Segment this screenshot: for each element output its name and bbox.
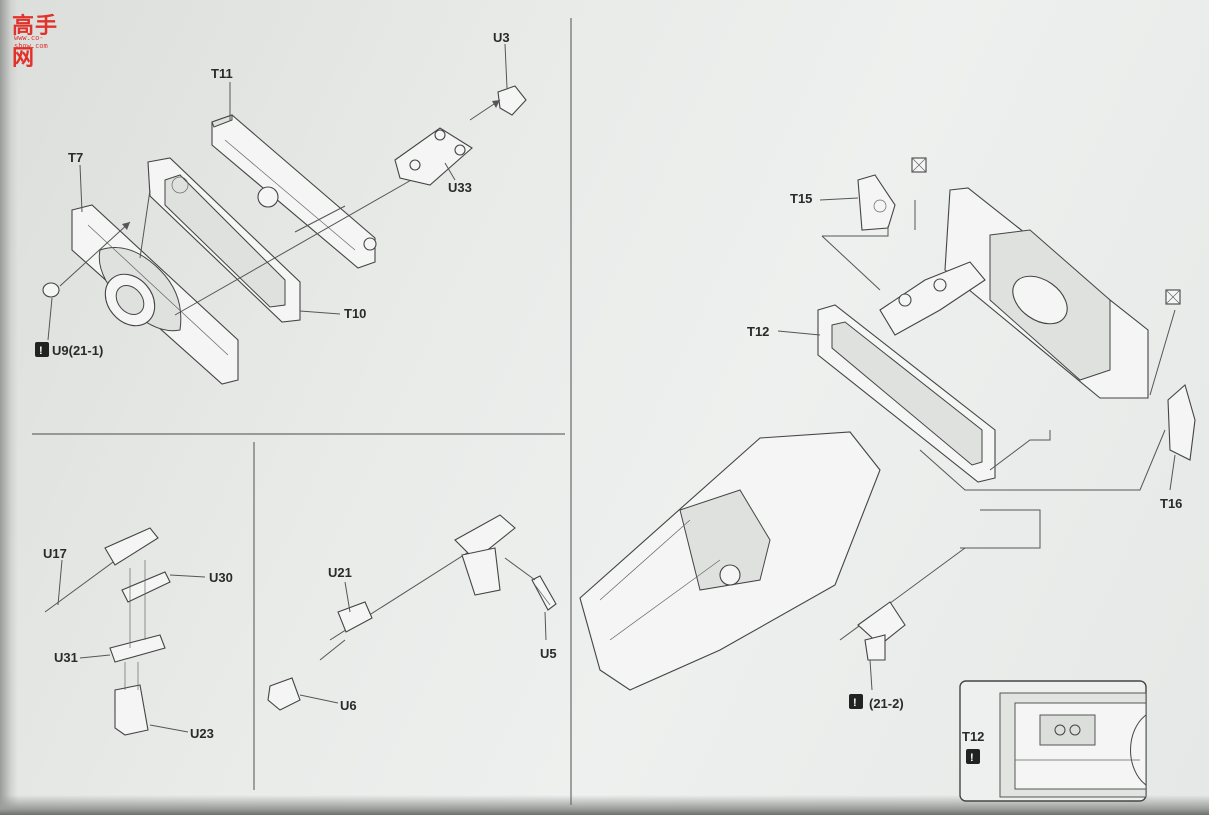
label-u31: U31 <box>54 650 78 665</box>
watermark-logo: 高手网 www.co-show.com <box>12 6 76 71</box>
machine-gun-assembly <box>44 527 206 736</box>
label-step-ref: (21-2) <box>869 696 904 711</box>
label-u30: U30 <box>209 570 233 585</box>
watermark-brand: 高手网 <box>12 14 59 71</box>
panel-dividers <box>32 18 572 805</box>
svg-text:!: ! <box>853 697 857 709</box>
detail-inset <box>959 680 1147 802</box>
label-u3: U3 <box>493 30 510 45</box>
label-u23: U23 <box>190 726 214 741</box>
label-t15: T15 <box>790 191 812 206</box>
label-t12: T12 <box>747 324 769 339</box>
label-t7: T7 <box>68 150 83 165</box>
page-edge-shadow <box>0 0 18 815</box>
svg-text:!: ! <box>39 345 43 357</box>
label-inset-t12: T12 <box>962 729 984 744</box>
label-u33: U33 <box>448 180 472 195</box>
svg-text:!: ! <box>970 752 974 764</box>
mantlet-assembly <box>42 43 527 385</box>
label-u17: U17 <box>43 546 67 561</box>
label-u21: U21 <box>328 565 352 580</box>
caution-badge-inset: ! <box>966 749 980 764</box>
label-u6: U6 <box>340 698 357 713</box>
page-bottom-shadow <box>0 795 1209 815</box>
coax-gun-assembly <box>267 514 557 711</box>
label-u5: U5 <box>540 646 557 661</box>
label-u9: U9(21-1) <box>52 343 103 358</box>
turret-assembly <box>579 157 1196 691</box>
label-t11: T11 <box>211 66 233 81</box>
label-t10: T10 <box>344 306 366 321</box>
watermark-url: www.co-show.com <box>14 34 48 50</box>
caution-badge-step: ! <box>849 694 863 709</box>
label-t16: T16 <box>1160 496 1182 511</box>
caution-badge-u9: ! <box>35 342 49 357</box>
